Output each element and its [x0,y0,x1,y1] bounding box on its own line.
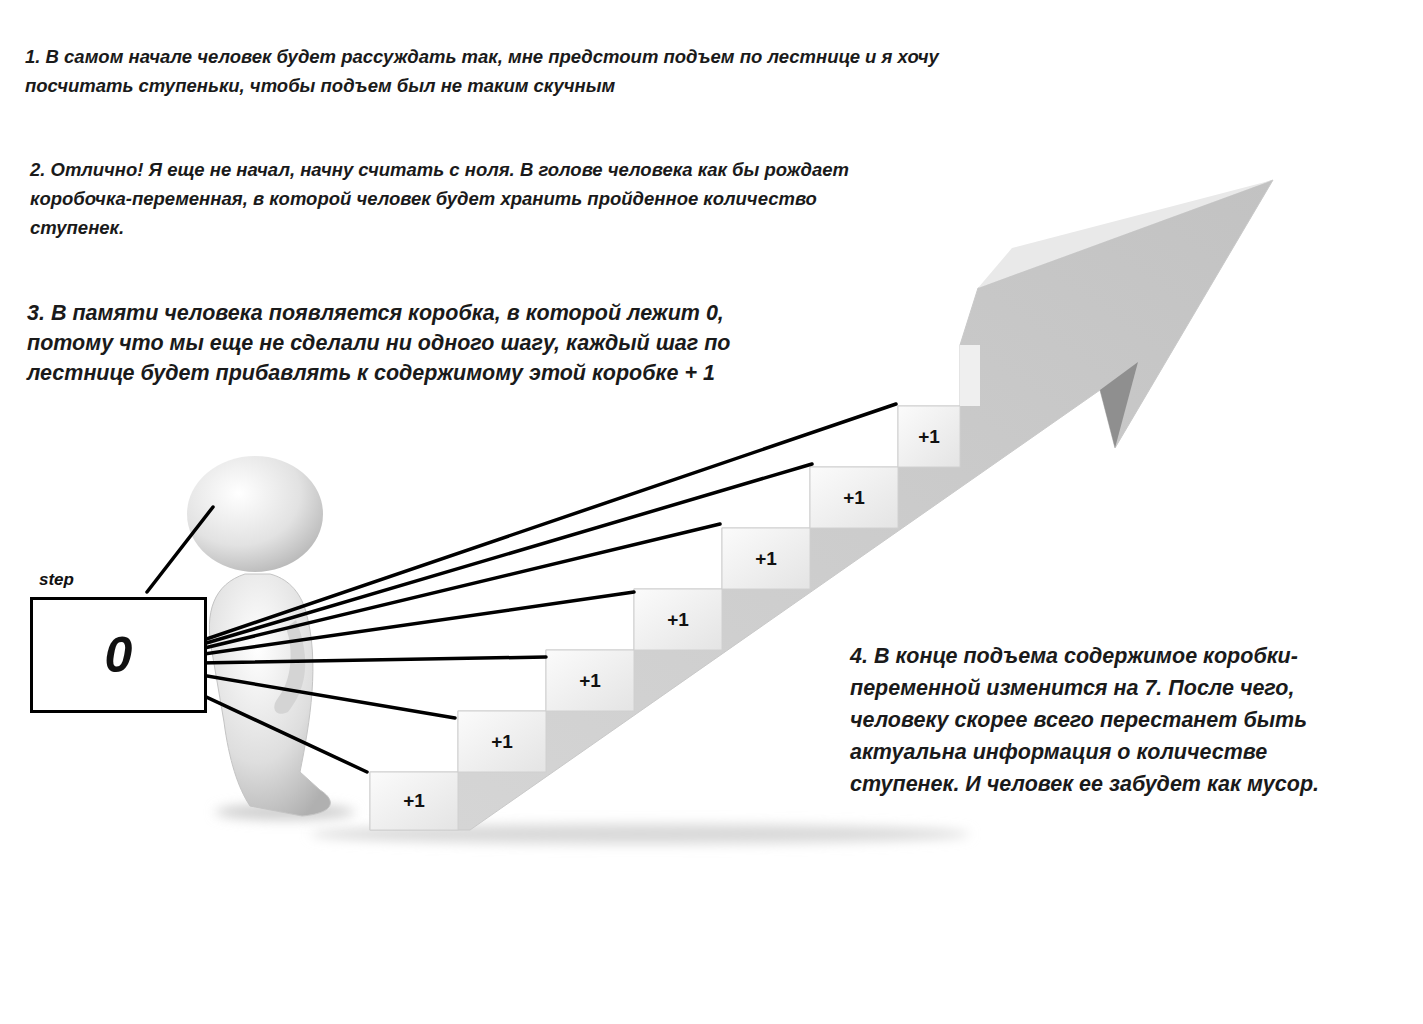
variable-name: step [39,570,74,590]
step-face [898,406,960,467]
leader-lines [142,404,896,772]
explanation-note: 1. В самом начале человек будет рассужда… [25,42,1035,100]
step-increment: +1 [491,731,513,753]
step-face [634,589,722,650]
step-increment: +1 [579,670,601,692]
step-face [722,528,810,589]
step-increment: +1 [755,548,777,570]
leader-line [142,524,720,663]
leader-line [142,464,812,662]
explanation-note: 3. В памяти человека появляется коробка,… [27,298,772,388]
staircase-arrow [370,180,1273,830]
variable-box: step0 [30,597,207,713]
person-arm [274,620,305,714]
step-increment: +1 [843,487,865,509]
leader-line [142,404,896,661]
step-increment: +1 [918,426,940,448]
explanation-note: 4. В конце подъема содержимое коробки-пе… [850,640,1380,800]
step-increment: +1 [403,790,425,812]
step-face [546,650,634,711]
step-face [960,345,980,406]
step-increment: +1 [667,609,689,631]
arrow-wing-top [978,180,1273,288]
step-face [370,772,458,830]
step-face [810,467,898,528]
arrow-wing-side [1100,362,1138,448]
variable-value: 0 [105,630,133,680]
explanation-note: 2. Отлично! Я еще не начал, начну считат… [30,155,910,242]
step-face [458,711,546,772]
leader-line [147,507,213,592]
